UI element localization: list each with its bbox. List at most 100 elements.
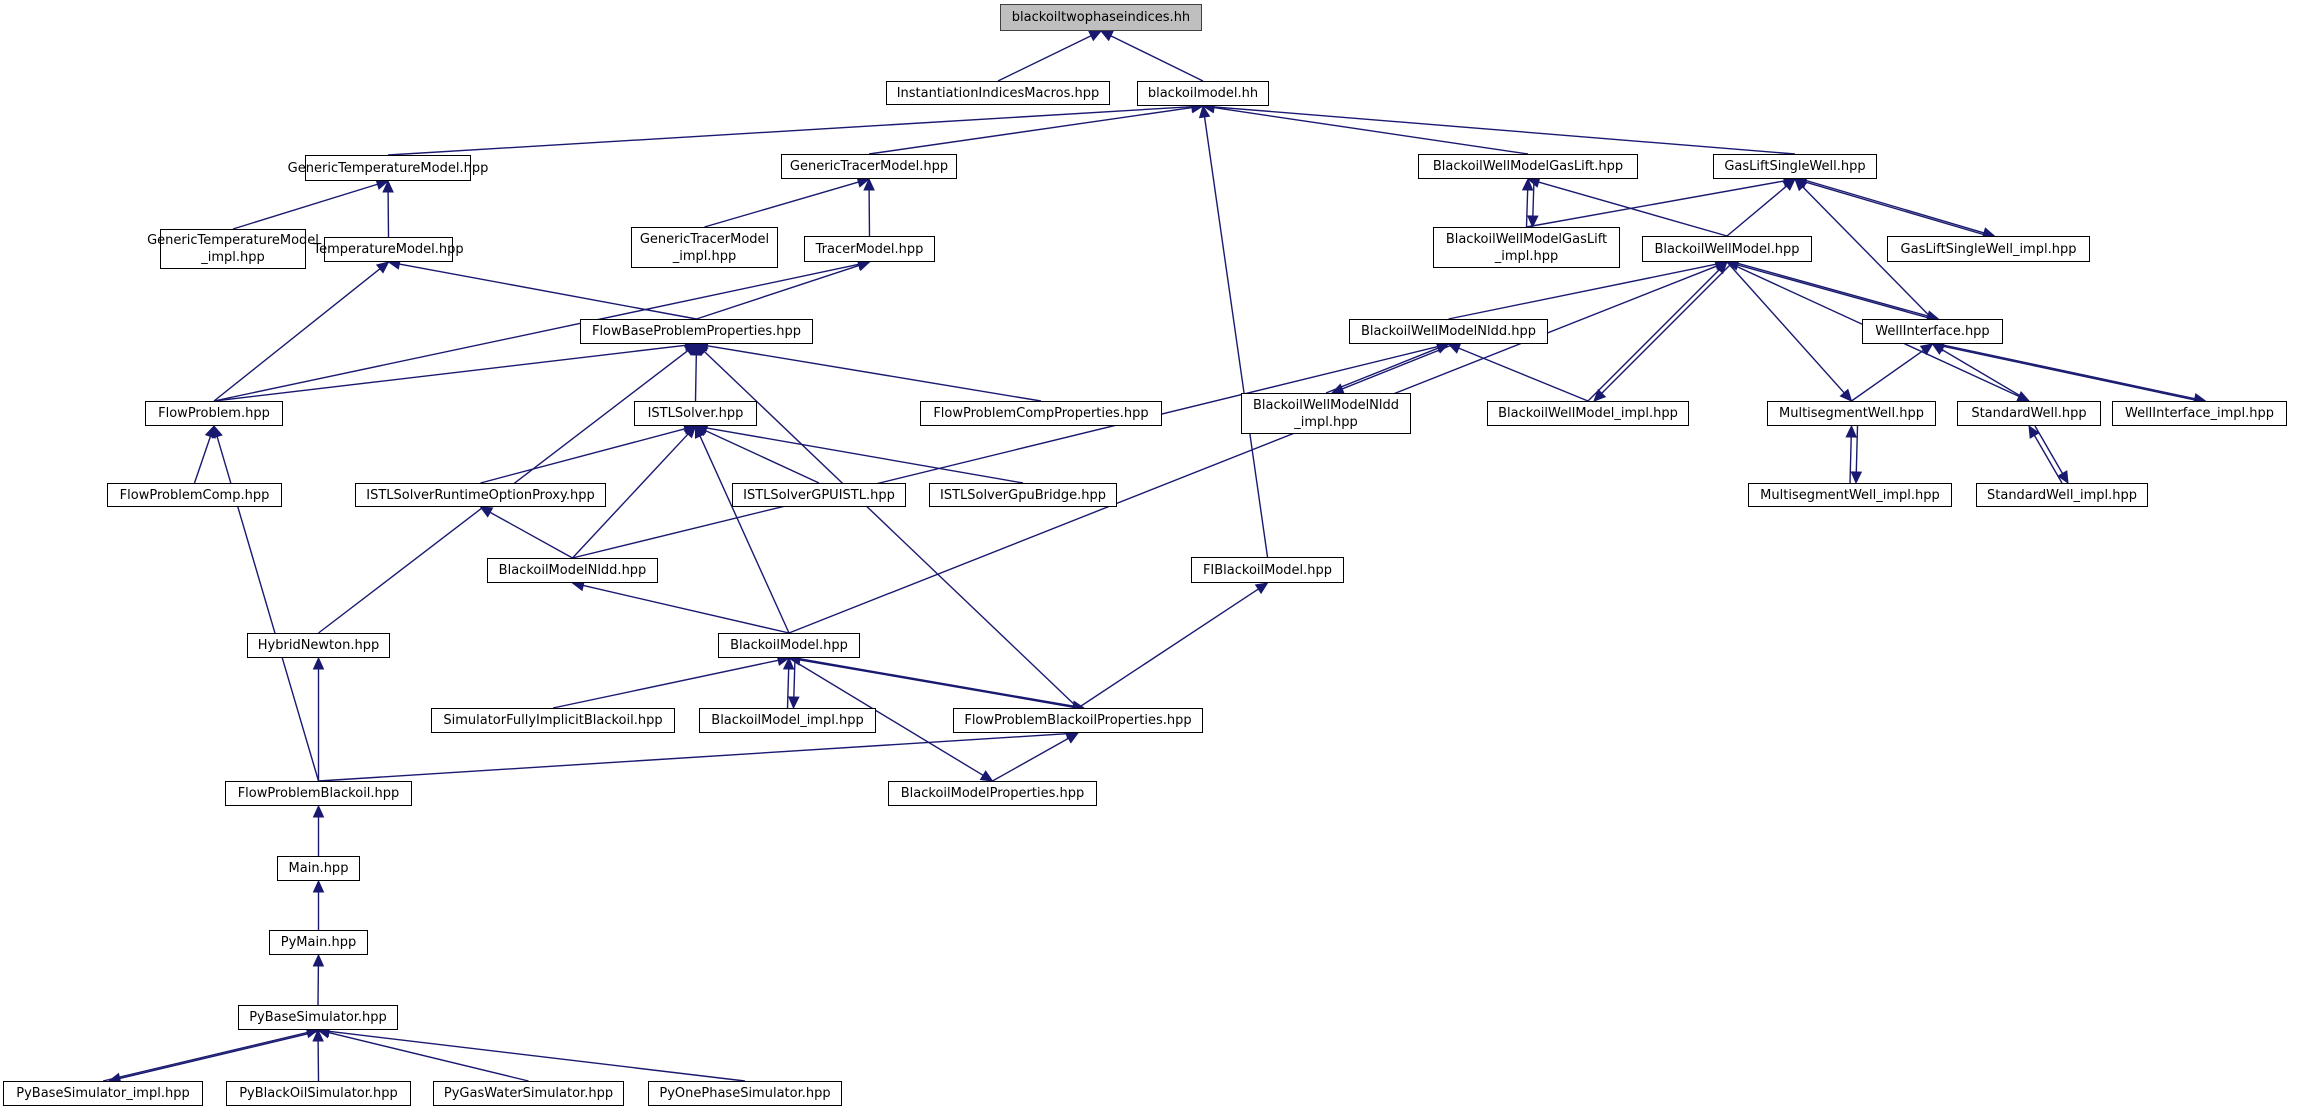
node-istl-solver-runtime-option-proxy[interactable]: ISTLSolverRuntimeOptionProxy.hpp — [355, 483, 606, 507]
node-flow-problem-comp[interactable]: FlowProblemComp.hpp — [107, 483, 282, 507]
edge-bmn-to-istl — [571, 433, 689, 559]
node-hybrid-newton[interactable]: HybridNewton.hpp — [247, 633, 390, 658]
edge-bwmn-to-bwm — [1448, 263, 1717, 320]
edge-gtm-to-bom — [387, 105, 1193, 156]
node-blackoilmodel-hh[interactable]: blackoilmodel.hh — [1137, 81, 1269, 106]
arrowhead-pybos-to-pybs — [312, 1028, 324, 1042]
node-blackoil-well-model-gaslift-impl[interactable]: BlackoilWellModelGasLift _impl.hpp — [1433, 227, 1620, 268]
edge-fpcp-to-fbpp — [707, 345, 1042, 402]
node-gaslift-single-well-impl[interactable]: GasLiftSingleWell_impl.hpp — [1887, 236, 2090, 262]
edge-fibm-to-bom — [1203, 116, 1269, 558]
node-standard-well[interactable]: StandardWell.hpp — [1957, 401, 2101, 426]
edge-wi-to-wii — [1938, 343, 2195, 400]
arrowhead-bwm-to-msw — [1839, 388, 1853, 402]
edge-fp-to-tm — [213, 268, 381, 402]
node-multisegment-well-impl[interactable]: MultisegmentWell_impl.hpp — [1748, 483, 1952, 507]
node-multisegment-well[interactable]: MultisegmentWell.hpp — [1767, 401, 1936, 426]
arrowhead-fpb-to-fp — [211, 424, 223, 439]
edge-bm-to-bmn — [583, 584, 790, 634]
node-flow-base-problem-properties[interactable]: FlowBaseProblemProperties.hpp — [580, 319, 813, 344]
edge-bwmgli-to-glsw — [1526, 180, 1785, 228]
edge-fp-to-trm — [213, 263, 859, 402]
node-temperature-model[interactable]: TemperatureModel.hpp — [313, 237, 464, 262]
arrowhead-msw-to-mswi — [1850, 471, 1863, 485]
node-well-interface[interactable]: WellInterface.hpp — [1862, 319, 2003, 344]
node-pymain[interactable]: PyMain.hpp — [269, 930, 368, 955]
node-py-base-simulator-impl[interactable]: PyBaseSimulator_impl.hpp — [3, 1081, 203, 1106]
arrowhead-fp-to-tm — [375, 261, 390, 274]
node-instantiation-indices-macros[interactable]: InstantiationIndicesMacros.hpp — [886, 81, 1110, 105]
edge-bm-to-fpbp — [794, 657, 1074, 707]
arrowhead-bom-to-root — [1099, 30, 1114, 42]
edge-bmn-to-bwmn — [572, 345, 1438, 559]
node-simulator-fully-implicit-blackoil[interactable]: SimulatorFullyImplicitBlackoil.hpp — [431, 708, 675, 733]
node-blackoil-model-properties[interactable]: BlackoilModelProperties.hpp — [888, 781, 1097, 806]
node-blackoil-well-model-gaslift[interactable]: BlackoilWellModelGasLift.hpp — [1418, 154, 1638, 179]
node-blackoil-model-impl[interactable]: BlackoilModel_impl.hpp — [699, 708, 876, 733]
edge-gtmi-to-gtm — [232, 183, 378, 230]
node-flow-problem-comp-properties[interactable]: FlowProblemCompProperties.hpp — [920, 401, 1162, 426]
edge-bwm-to-wi — [1732, 261, 1929, 317]
arrowhead-bm-to-bmp — [979, 770, 994, 782]
edge-sw-to-swi — [2034, 425, 2064, 474]
node-gaslift-single-well[interactable]: GasLiftSingleWell.hpp — [1713, 154, 1877, 179]
node-blackoil-model[interactable]: BlackoilModel.hpp — [718, 633, 860, 658]
arrowhead-bwmgl-to-bwmgli — [1527, 215, 1539, 229]
edge-bwm-to-bwmgl — [1538, 181, 1728, 237]
node-py-gas-water-simulator[interactable]: PyGasWaterSimulator.hpp — [433, 1081, 624, 1106]
node-generic-tracer-model-impl[interactable]: GenericTracerModel _impl.hpp — [631, 227, 778, 268]
node-generic-tracer-model[interactable]: GenericTracerModel.hpp — [781, 154, 957, 179]
node-main[interactable]: Main.hpp — [277, 856, 360, 881]
node-py-one-phase-simulator[interactable]: PyOnePhaseSimulator.hpp — [648, 1081, 842, 1106]
node-py-base-simulator[interactable]: PyBaseSimulator.hpp — [238, 1005, 398, 1030]
arrowhead-main-to-fpb — [312, 804, 325, 818]
node-generic-temperature-model-impl[interactable]: GenericTemperatureModel _impl.hpp — [147, 229, 319, 269]
edge-istlgpu-to-istl — [705, 429, 820, 484]
edge-bwmgli-to-bwmgl — [1525, 189, 1529, 228]
edge-bwmi-to-bwmn — [1458, 347, 1589, 402]
edge-bwmgl-to-bwmgli — [1532, 178, 1535, 217]
node-blackoil-well-model-nldd-impl[interactable]: BlackoilWellModelNldd _impl.hpp — [1241, 393, 1411, 434]
node-well-interface-impl[interactable]: WellInterface_impl.hpp — [2112, 401, 2287, 426]
node-flow-problem-blackoil-properties[interactable]: FlowProblemBlackoilProperties.hpp — [953, 708, 1203, 733]
node-flow-problem-blackoil[interactable]: FlowProblemBlackoil.hpp — [225, 781, 412, 806]
edge-bmi-to-bm — [786, 668, 790, 709]
arrowhead-hn-to-fbpp — [683, 343, 698, 356]
node-istl-solver-gpu-bridge[interactable]: ISTLSolverGpuBridge.hpp — [929, 483, 1117, 507]
node-tracer-model[interactable]: TracerModel.hpp — [804, 236, 935, 262]
arrowhead-bwm-to-glsw — [1782, 178, 1796, 191]
edge-bmp-to-fpbp — [992, 737, 1069, 782]
node-flow-problem[interactable]: FlowProblem.hpp — [145, 401, 283, 426]
arrowhead-bwmi-to-bwmn — [1447, 343, 1462, 354]
edge-fpbp-to-fibm — [1077, 588, 1259, 709]
node-blackoil-well-model-nldd[interactable]: BlackoilWellModelNldd.hpp — [1349, 319, 1548, 344]
arrowhead-swi-to-sw — [2028, 424, 2040, 439]
edge-gtrm-to-bom — [868, 106, 1193, 155]
edge-fbpp-to-trm — [696, 264, 860, 320]
edge-istlrop-to-istl — [480, 428, 686, 484]
node-fi-blackoil-model[interactable]: FIBlackoilModel.hpp — [1191, 557, 1344, 583]
edge-glsw-to-bom — [1213, 106, 1796, 155]
arrowhead-bmn-to-istl — [683, 425, 697, 439]
node-blackoil-model-nldd[interactable]: BlackoilModelNldd.hpp — [487, 558, 658, 583]
arrowhead-sw-to-swi — [2057, 470, 2069, 485]
edge-bm-to-bmi — [793, 657, 796, 698]
edge-glswi-to-glsw — [1805, 181, 1989, 237]
node-blackoil-well-model-impl[interactable]: BlackoilWellModel_impl.hpp — [1487, 401, 1689, 426]
node-py-blackoil-simulator[interactable]: PyBlackOilSimulator.hpp — [226, 1081, 411, 1106]
arrowhead-pybs-to-pymain — [312, 953, 325, 967]
arrowhead-trm-to-gtrm — [863, 177, 875, 191]
node-istl-solver-gpu-istl[interactable]: ISTLSolverGPUISTL.hpp — [732, 483, 906, 507]
arrowhead-bmi-to-bm — [782, 656, 795, 670]
edge-pybs-to-pybsi — [119, 1029, 325, 1080]
edge-bwmgl-to-bom — [1213, 106, 1529, 155]
edge-bm-to-bmp — [788, 657, 984, 776]
node-generic-temperature-model[interactable]: GenericTemperatureModel.hpp — [288, 155, 488, 181]
edge-bm-to-bwm — [788, 265, 1718, 634]
arrowhead-bm-to-bmi — [788, 696, 800, 710]
node-istl-solver[interactable]: ISTLSolver.hpp — [634, 401, 757, 426]
edge-bwmn-to-bwmni — [1341, 343, 1455, 390]
node-standard-well-impl[interactable]: StandardWell_impl.hpp — [1976, 483, 2148, 507]
node-blackoil-well-model[interactable]: BlackoilWellModel.hpp — [1642, 236, 1812, 262]
